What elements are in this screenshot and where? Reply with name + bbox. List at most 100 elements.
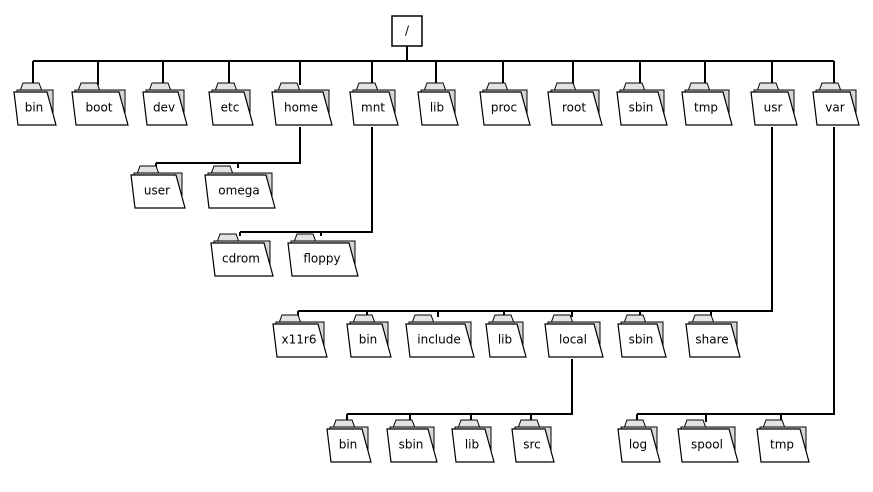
usr-local-label: local [559, 333, 587, 347]
folder-front [677, 428, 739, 463]
home-omega-label: omega [218, 184, 259, 198]
folder-front [547, 91, 603, 126]
mnt-floppy-folder: floppy [287, 233, 359, 277]
mnt-cdrom-label: cdrom [222, 252, 260, 266]
folder-front [287, 242, 359, 277]
folder-front [756, 428, 810, 463]
root-label: / [405, 24, 410, 38]
folder-front [812, 91, 860, 126]
folder-front [511, 428, 555, 463]
usr-x11r6-folder: x11r6 [272, 314, 328, 358]
dir-proc-folder: proc [479, 82, 531, 126]
local-sbin-label: sbin [399, 438, 424, 452]
root-box [391, 15, 423, 47]
folder-front [479, 91, 531, 126]
folder-front [71, 91, 129, 126]
var-tmp-folder: tmp [756, 419, 810, 463]
dir-home-label: home [284, 101, 318, 115]
dir-mnt-folder: mnt [349, 82, 399, 126]
folder-front [616, 91, 668, 126]
usr-share-folder: share [685, 314, 741, 358]
dir-sbin-folder: sbin [616, 82, 668, 126]
folder-front [451, 428, 495, 463]
folder-front [208, 91, 254, 126]
var-spool-folder: spool [677, 419, 739, 463]
dir-lib-folder: lib [417, 82, 459, 126]
folder-front [346, 323, 392, 358]
dir-boot-folder: boot [71, 82, 129, 126]
usr-trunk [298, 127, 773, 312]
dir-root-label: root [562, 101, 586, 115]
dir-tmp-label: tmp [694, 101, 718, 115]
folder-front [417, 91, 459, 126]
dir-usr-folder: usr [750, 82, 798, 126]
home-user-label: user [144, 184, 170, 198]
home-user-folder: user [130, 165, 186, 209]
usr-include-label: include [417, 333, 460, 347]
dir-dev-folder: dev [142, 82, 188, 126]
usr-sbin-folder: sbin [617, 314, 667, 358]
mnt-floppy-label: floppy [303, 252, 340, 266]
root-directory-node: / [391, 15, 423, 47]
dir-usr-label: usr [764, 101, 783, 115]
folder-front [750, 91, 798, 126]
dir-proc-label: proc [491, 101, 517, 115]
dir-boot-label: boot [85, 101, 112, 115]
usr-bin-folder: bin [346, 314, 392, 358]
dir-home-folder: home [271, 82, 333, 126]
var-trunk [637, 127, 835, 415]
folder-front [272, 323, 328, 358]
dir-etc-label: etc [221, 101, 240, 115]
folder-front [349, 91, 399, 126]
local-sbin-folder: sbin [386, 419, 438, 463]
folder-front [271, 91, 333, 126]
local-bin-folder: bin [326, 419, 372, 463]
folder-front [617, 323, 667, 358]
local-trunk [347, 359, 573, 415]
var-log-label: log [629, 438, 647, 452]
folder-front [210, 242, 274, 277]
local-src-folder: src [511, 419, 555, 463]
dir-lib-label: lib [430, 101, 444, 115]
usr-lib-label: lib [498, 333, 512, 347]
local-lib-folder: lib [451, 419, 495, 463]
local-src-label: src [523, 438, 541, 452]
dir-tmp-folder: tmp [681, 82, 733, 126]
usr-bin-label: bin [359, 333, 378, 347]
folder-front [681, 91, 733, 126]
folder-front [326, 428, 372, 463]
folder-front [204, 174, 276, 209]
folder-front [142, 91, 188, 126]
mnt-cdrom-folder: cdrom [210, 233, 274, 277]
usr-sbin-label: sbin [629, 333, 654, 347]
dir-var-folder: var [812, 82, 860, 126]
dir-root-folder: root [547, 82, 603, 126]
dir-etc-folder: etc [208, 82, 254, 126]
var-tmp-label: tmp [770, 438, 794, 452]
usr-local-folder: local [544, 314, 604, 358]
dir-mnt-label: mnt [361, 101, 385, 115]
dir-var-label: var [825, 101, 844, 115]
dir-dev-label: dev [153, 101, 175, 115]
usr-x11r6-label: x11r6 [282, 333, 317, 347]
folder-front [485, 323, 527, 358]
home-omega-folder: omega [204, 165, 276, 209]
usr-share-label: share [695, 333, 728, 347]
folder-front [130, 174, 186, 209]
folder-front [405, 323, 475, 358]
folder-front [617, 428, 661, 463]
usr-include-folder: include [405, 314, 475, 358]
var-log-folder: log [617, 419, 661, 463]
dir-bin-label: bin [25, 101, 44, 115]
folder-front [386, 428, 438, 463]
dir-sbin-label: sbin [629, 101, 654, 115]
local-bin-label: bin [339, 438, 358, 452]
local-lib-label: lib [465, 438, 479, 452]
folder-front [544, 323, 604, 358]
dir-bin-folder: bin [13, 82, 57, 126]
folders: bin boot dev etc home mnt lib proc root sbin tmp us… [13, 82, 860, 463]
folder-front [13, 91, 57, 126]
home-trunk [156, 127, 301, 164]
var-spool-label: spool [691, 438, 723, 452]
